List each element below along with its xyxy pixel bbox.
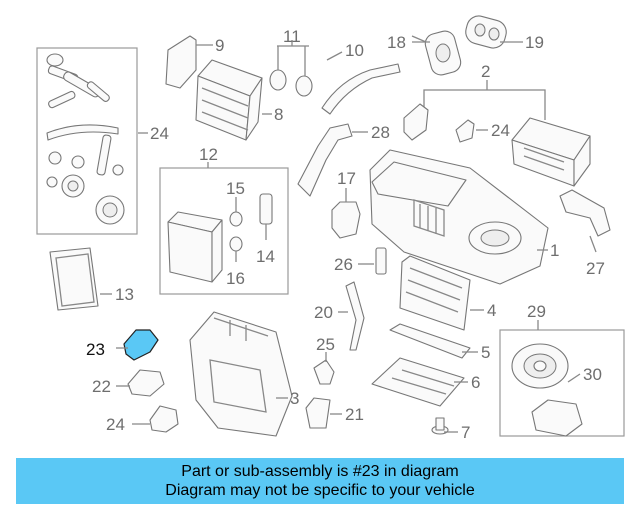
part-12-heater-core [167,211,223,283]
part-21 [305,397,331,429]
callout-1: 1 [550,241,559,260]
callout-13: 13 [115,285,134,304]
group-box-25 [36,47,138,235]
part-9 [165,35,197,89]
part-22 [127,369,165,397]
callout-30: 29 [527,302,546,321]
part-5 [389,323,471,359]
part-18-seal [424,30,462,76]
part-30-blower [511,343,569,389]
callout-19: 19 [525,33,544,52]
part-10-pipe [321,63,401,115]
part-19-seal [465,15,507,49]
info-banner: Part or sub-assembly is #23 in diagram D… [16,458,624,504]
part-31 [531,399,583,437]
part-2b [511,117,591,187]
part-24-top [455,119,475,143]
exploded-view: 9 11 10 18 19 2 8 24 28 24 12 15 17 14 1… [36,15,625,442]
callout-23-highlighted[interactable]: 23 [86,340,105,359]
callout-12: 12 [199,145,218,164]
callout-29: 28 [371,123,390,142]
callout-2: 2 [481,62,490,81]
callout-9: 9 [215,36,224,55]
callout-25: 24 [150,124,169,143]
part-11-oring-a [269,69,287,91]
callout-15: 15 [226,179,245,198]
group-box-12 [159,167,289,295]
callout-14: 14 [256,247,275,266]
callout-10: 10 [345,41,364,60]
callout-8: 8 [274,105,283,124]
banner-line-2: Diagram may not be specific to your vehi… [165,482,475,499]
banner-line-1: Part or sub-assembly is #23 in diagram [181,463,459,480]
part-4 [399,255,471,331]
part-8-evaporator [195,59,263,141]
part-27 [375,247,387,275]
callout-18: 18 [387,33,406,52]
callout-26: 25 [316,335,335,354]
callout-16: 16 [226,269,245,288]
parts-diagram: 9 11 10 18 19 2 8 24 28 24 12 15 17 14 1… [36,15,625,442]
part-2-leader [423,80,546,120]
callout-11: 11 [283,27,301,46]
callout-24-lower: 24 [106,415,125,434]
callout-5: 5 [481,343,490,362]
callout-28: 27 [586,259,605,278]
callout-20: 20 [314,303,333,322]
callout-17: 17 [337,169,356,188]
callout-3: 3 [290,389,299,408]
part-28 [559,189,611,237]
callout-6: 6 [471,373,480,392]
part-24-lower [149,405,179,433]
callout-22: 22 [92,377,111,396]
linkage-parts [46,53,125,225]
part-23-highlighted[interactable] [123,329,159,361]
callout-27: 26 [334,255,353,274]
part-26 [313,359,335,385]
part-13-filter [49,247,99,311]
part-20 [345,281,365,351]
part-2a [403,103,429,141]
callout-7: 7 [461,423,470,442]
leader-lines [100,35,597,433]
part-11-oring-b [295,75,313,97]
part-14 [259,193,273,225]
part-6-tray [371,357,465,407]
callout-24-top: 24 [491,121,510,140]
callout-4: 4 [487,301,496,320]
callout-31: 30 [583,365,602,384]
part-16 [229,236,243,252]
part-15 [229,211,243,227]
part-17 [331,201,361,239]
part-29 [297,123,353,197]
part-3-lower-housing [189,311,293,437]
group-box-30 [499,329,625,437]
part-1-hvac-housing [369,149,549,285]
callout-21: 21 [345,405,364,424]
